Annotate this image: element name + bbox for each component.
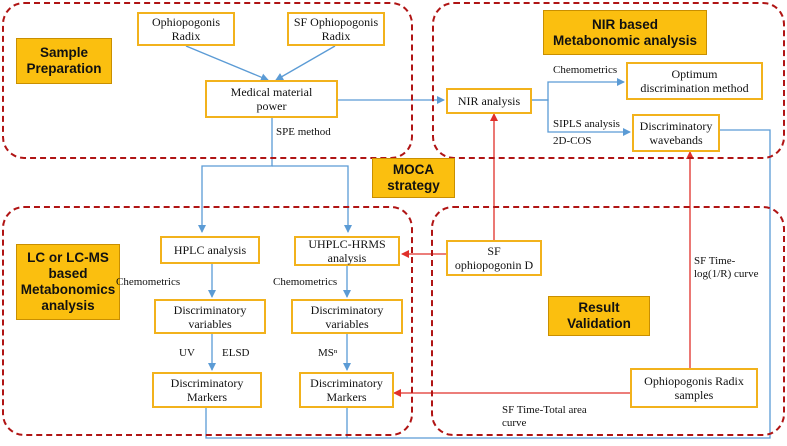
box-discriminatory-markers-left: Discriminatory Markers (152, 372, 262, 408)
label-chemometrics-left: Chemometrics (116, 276, 181, 288)
connector-wavebands-loop (205, 129, 771, 439)
box-ophiopogonis-radix-samples: Ophiopogonis Radix samples (630, 368, 758, 408)
box-hplc-analysis: HPLC analysis (160, 236, 260, 264)
box-sf-ophiopogonin-d: SF ophiopogonin D (446, 240, 542, 276)
box-ophiopogonis-radix: Ophiopogonis Radix (137, 12, 235, 46)
label-sipls-analysis: SIPLS analysis (553, 118, 620, 130)
arrow-radix-to-power (185, 45, 269, 82)
connector-power-split (198, 118, 273, 233)
box-uhplc-hrms-analysis: UHPLC-HRMS analysis (294, 236, 400, 266)
tag-moca-strategy: MOCA strategy (372, 158, 455, 198)
label-sf-time-log: SF Time- log(1/R) curve (694, 255, 759, 280)
tag-lc-ms: LC or LC-MS based Metabonomics analysis (16, 244, 120, 320)
label-chemometrics-right: Chemometrics (273, 276, 338, 288)
region-result-validation (431, 206, 785, 436)
tag-sample-preparation: Sample Preparation (16, 38, 112, 84)
box-sf-ophiopogonis-radix: SF Ophiopogonis Radix (287, 12, 385, 46)
box-nir-analysis: NIR analysis (446, 88, 532, 114)
arrow-sf-radix-to-power (275, 45, 336, 81)
label-uv: UV (179, 347, 195, 359)
arrow-nir-to-wavebands (532, 99, 631, 136)
connector-power-split-right (272, 165, 352, 233)
tag-nir-metabonomic: NIR based Metabonomic analysis (543, 10, 707, 55)
box-discriminatory-wavebands: Discriminatory wavebands (632, 114, 720, 152)
tag-result-validation: Result Validation (548, 296, 650, 336)
region-lc-ms (2, 206, 413, 436)
region-nir-metabonomic (432, 2, 785, 159)
label-2d-cos: 2D-COS (553, 135, 592, 147)
box-discriminatory-markers-right: Discriminatory Markers (299, 372, 394, 408)
label-chemometrics-top: Chemometrics (553, 64, 618, 76)
label-spe-method: SPE method (276, 126, 331, 138)
label-ms-n: MSⁿ (318, 347, 338, 359)
box-medical-material-power: Medical material power (205, 80, 338, 118)
region-sample-preparation (2, 2, 413, 159)
label-elsd: ELSD (222, 347, 250, 359)
label-sf-time-total: SF Time-Total area curve (502, 404, 587, 429)
box-discriminatory-variables-right: Discriminatory variables (291, 299, 403, 334)
box-optimum-discrimination: Optimum discrimination method (626, 62, 763, 100)
box-discriminatory-variables-left: Discriminatory variables (154, 299, 266, 334)
